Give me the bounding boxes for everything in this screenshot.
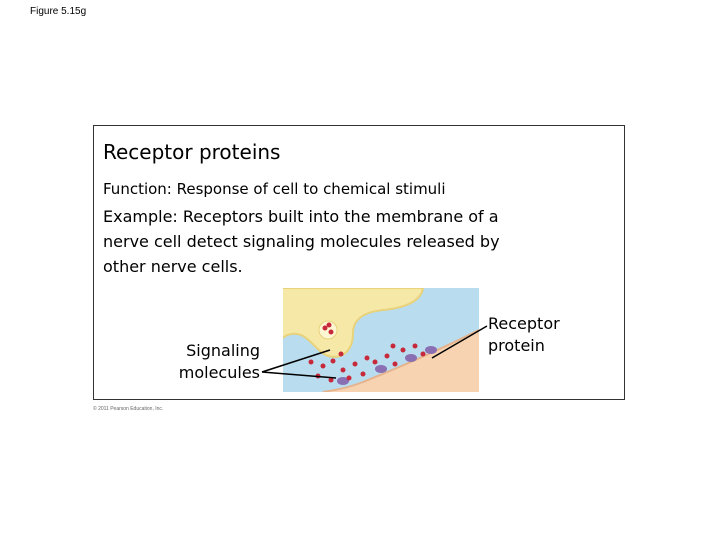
signaling-label-line1: Signaling [186,341,260,360]
receptor-label-line1: Receptor [488,314,560,333]
receptor-protein-label: Receptor protein [488,313,588,357]
function-text: Function: Response of cell to chemical s… [103,180,446,198]
receiving-cell-membrane [323,330,479,392]
example-text: Example: Receptors built into the membra… [103,207,500,276]
signaling-molecules-label: Signaling molecules [160,340,260,384]
synapse-illustration [283,288,479,392]
figure-label: Figure 5.15g [30,6,87,17]
nerve-terminal [283,288,423,357]
panel-title: Receptor proteins [103,140,281,164]
copyright-notice: © 2011 Pearson Education, Inc. [93,406,164,412]
receptor-label-line2: protein [488,336,545,355]
receptor-proteins [337,346,437,385]
signaling-label-line2: molecules [178,363,260,382]
